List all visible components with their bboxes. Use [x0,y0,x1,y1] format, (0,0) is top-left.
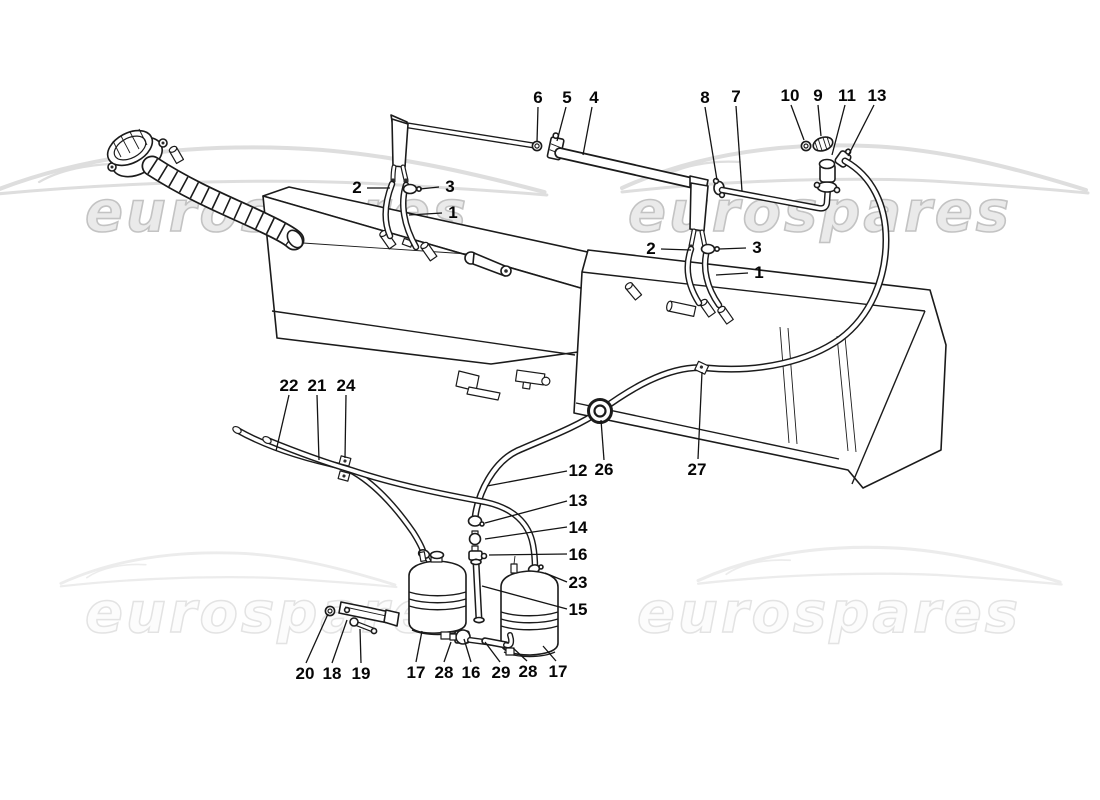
hose-clip-27 [694,360,710,375]
callout-leader-24 [344,394,347,459]
callout-label-22: 22 [280,376,299,395]
callout-leader-7 [735,105,743,192]
callout-label-17: 17 [407,663,426,682]
hose-clip-24 [338,455,352,467]
check-valve-14 [468,532,482,546]
callout-label-29: 29 [492,663,511,682]
callout-leader-17 [415,630,423,663]
callout-label-6: 6 [533,88,542,107]
callout-label-1: 1 [448,203,457,222]
callout-leader-20 [305,613,329,664]
callout-leader-13 [484,500,568,524]
callout-label-18: 18 [323,664,342,683]
callout-label-13: 13 [868,86,887,105]
callout-label-3: 3 [445,177,454,196]
vent-hoses-left [386,184,422,247]
vapor-hose-long [475,161,886,518]
callout-label-12: 12 [569,461,588,480]
callout-label-1: 1 [754,263,763,282]
callout-leader-21 [316,394,320,461]
cap-9 [812,136,834,152]
vapor-canister-left [408,550,467,640]
callout-leader-26 [600,419,605,461]
callout-leader-18 [331,619,348,664]
callout-label-3: 3 [752,238,761,257]
callout-label-26: 26 [595,460,614,479]
callout-leader-27 [697,371,703,460]
grommet-26 [587,398,613,424]
callout-leader-28 [512,647,528,662]
callout-label-15: 15 [569,600,588,619]
callout-label-20: 20 [296,664,315,683]
callout-leader-12 [486,470,568,487]
callout-leader-3 [419,186,440,190]
callout-leader-11 [831,104,846,156]
callout-label-14: 14 [569,518,588,537]
left-fuel-tank [262,186,607,401]
callout-leader-1 [408,212,443,216]
callout-label-23: 23 [569,573,588,592]
callout-label-4: 4 [589,88,599,107]
tank-nipple [420,241,438,262]
callout-leader-1 [715,272,749,276]
callout-leader-6 [536,106,539,143]
mounting-bracket-assembly [324,601,400,635]
callout-label-16: 16 [462,663,481,682]
callout-label-24: 24 [337,376,356,395]
callout-label-5: 5 [562,88,571,107]
callout-leader-16 [463,638,472,663]
callout-leader-15 [481,585,568,610]
callout-label-21: 21 [308,376,327,395]
hose-clip-24b [337,470,351,482]
fuel-filler-assembly [106,128,306,250]
clip-13b [467,515,485,527]
callout-label-28: 28 [435,663,454,682]
filler-nipple [168,145,185,165]
callout-label-11: 11 [838,86,856,105]
bolt-19 [349,617,359,627]
callout-label-28: 28 [519,662,538,681]
vapor-canister-right [500,555,559,658]
callout-leader-17 [542,645,557,662]
callout-leader-29 [484,641,501,663]
callout-label-2: 2 [646,239,655,258]
callout-leader-4 [582,106,593,156]
watermark-text: eurospares [637,581,1021,646]
callout-leader-16 [488,553,568,556]
watermark-text: eurospares [85,581,469,646]
callout-leader-13 [847,104,875,157]
callout-label-2: 2 [352,178,361,197]
callout-leader-19 [359,628,362,664]
callout-label-9: 9 [813,86,822,105]
callout-leader-5 [556,106,567,142]
check-valve-column [449,515,511,645]
callout-leader-28 [443,641,452,663]
callout-label-19: 19 [352,664,371,683]
vent-pipe-assembly [386,114,852,305]
callout-leader-14 [484,526,568,540]
callout-leader-22 [275,394,290,452]
callout-label-27: 27 [688,460,707,479]
callout-leader-23 [544,572,568,583]
callout-leader-3 [718,247,747,250]
callout-label-16: 16 [569,545,588,564]
callout-label-10: 10 [781,86,800,105]
callout-leader-2 [660,248,692,251]
callout-label-8: 8 [700,88,709,107]
callout-leader-8 [704,106,718,181]
callout-leader-10 [790,104,805,141]
callout-label-7: 7 [731,87,740,106]
callout-leader-9 [817,104,822,137]
callout-label-17: 17 [549,662,568,681]
callout-label-13: 13 [569,491,588,510]
